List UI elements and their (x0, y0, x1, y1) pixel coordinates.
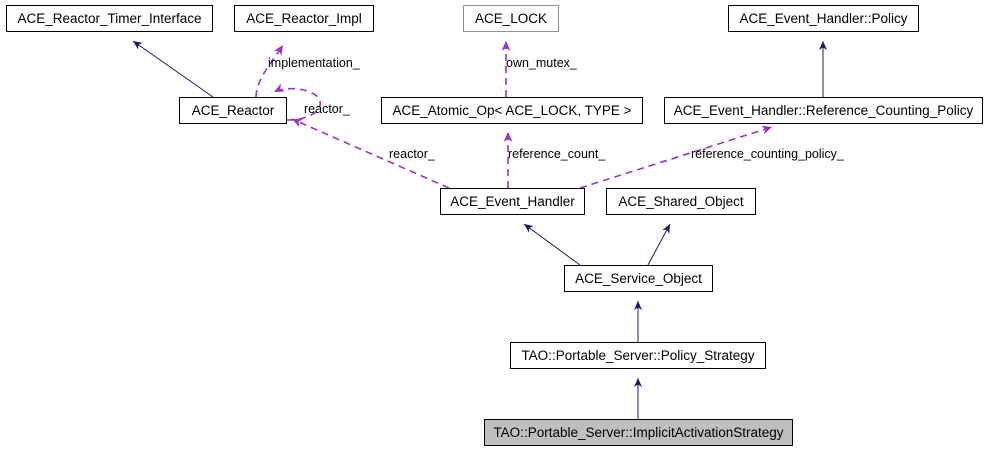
node-ace-shared-object[interactable]: ACE_Shared_Object (606, 188, 756, 215)
edge-label-reference-counting-policy: reference_counting_policy_ (691, 147, 844, 161)
edge-service-object-to-shared (647, 223, 671, 266)
edge-label-reactor-event-handler: reactor_ (389, 147, 435, 161)
node-label: ACE_Reactor_Impl (246, 10, 362, 26)
node-ace-lock[interactable]: ACE_LOCK (463, 5, 559, 32)
node-label: TAO::Portable_Server::Policy_Strategy (521, 347, 755, 363)
edge-service-object-to-eh (523, 223, 581, 266)
node-label: ACE_Event_Handler (450, 193, 575, 209)
node-label: ACE_Event_Handler::Policy (739, 10, 908, 26)
node-label: ACE_Service_Object (575, 270, 702, 286)
node-ace-event-handler[interactable]: ACE_Event_Handler (440, 188, 585, 215)
node-ace-reactor[interactable]: ACE_Reactor (179, 97, 287, 124)
edge-reactor-to-reactor-impl (255, 44, 284, 98)
node-label: ACE_LOCK (474, 10, 548, 26)
edge-label-own-mutex: own_mutex_ (506, 56, 577, 70)
edge-label-reference-count: reference_count_ (508, 147, 606, 161)
node-label: ACE_Reactor_Timer_Interface (17, 10, 202, 26)
node-ace-atomic-op[interactable]: ACE_Atomic_Op< ACE_LOCK, TYPE > (381, 97, 643, 124)
node-label: ACE_Shared_Object (618, 193, 744, 209)
node-label: ACE_Reactor (191, 102, 275, 118)
node-ace-reactor-timer-interface[interactable]: ACE_Reactor_Timer_Interface (6, 5, 213, 32)
node-label: ACE_Event_Handler::Reference_Counting_Po… (673, 102, 974, 118)
edge-label-implementation: implementation_ (268, 56, 360, 70)
node-tao-portable-server-implicitactivationstrategy[interactable]: TAO::Portable_Server::ImplicitActivation… (484, 419, 793, 446)
node-ace-service-object[interactable]: ACE_Service_Object (564, 265, 713, 292)
node-ace-event-handler-reference-counting-policy[interactable]: ACE_Event_Handler::Reference_Counting_Po… (664, 97, 983, 124)
node-ace-event-handler-policy[interactable]: ACE_Event_Handler::Policy (728, 5, 919, 32)
node-ace-reactor-impl[interactable]: ACE_Reactor_Impl (234, 5, 374, 32)
node-label: TAO::Portable_Server::ImplicitActivation… (493, 424, 784, 440)
edge-label-reactor-self: reactor_ (304, 102, 350, 116)
node-label: ACE_Atomic_Op< ACE_LOCK, TYPE > (392, 102, 632, 118)
node-tao-portable-server-policy-strategy[interactable]: TAO::Portable_Server::Policy_Strategy (510, 342, 766, 369)
edge-reactor-to-timer-interface (132, 40, 214, 98)
